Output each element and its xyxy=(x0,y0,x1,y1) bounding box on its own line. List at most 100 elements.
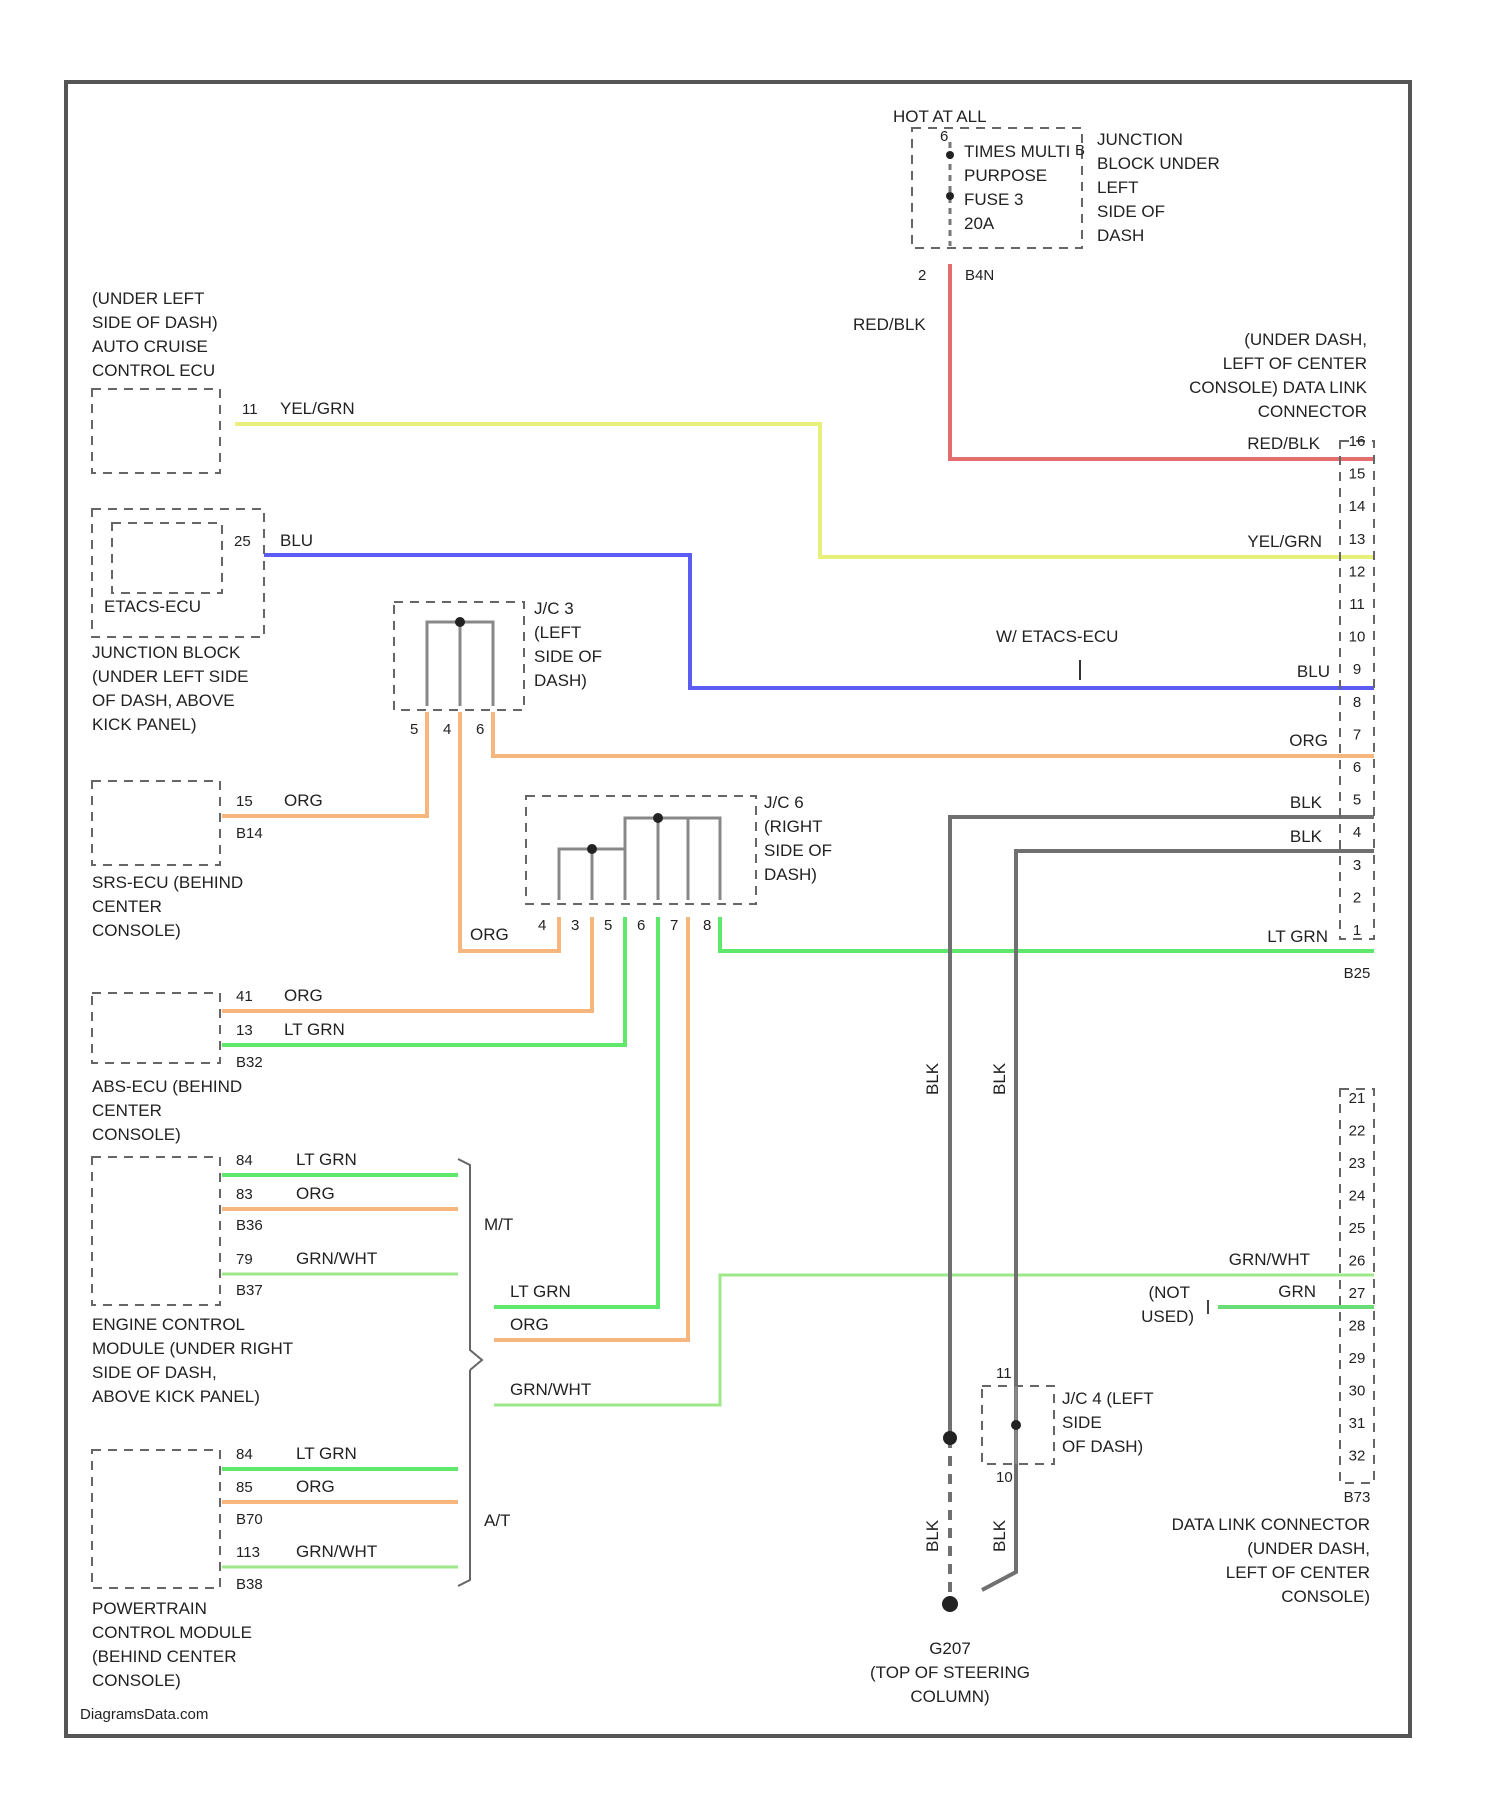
abs-ecu-label: ABS-ECU (BEHIND CENTER CONSOLE) xyxy=(92,1077,242,1144)
abs-wire-ltgrn: LT GRN xyxy=(284,1020,345,1039)
jc6-label: J/C 6 (RIGHT SIDE OF DASH) xyxy=(764,793,832,884)
ecm-pin-83: 83 xyxy=(236,1186,253,1203)
ecm-wire-grnwht: GRN/WHT xyxy=(296,1249,377,1268)
splice-blk xyxy=(943,1431,957,1445)
cruise-ecu-label: (UNDER LEFT SIDE OF DASH) AUTO CRUISE CO… xyxy=(92,289,218,380)
dlc-pin-10: 10 xyxy=(1349,629,1366,646)
svg-text:(NOT: (NOT xyxy=(1148,1283,1190,1302)
srs-pin: 15 xyxy=(236,793,253,810)
svg-text:ENGINE CONTROL: ENGINE CONTROL xyxy=(92,1315,245,1334)
wire-label-blk-vert-a: BLK xyxy=(923,1062,942,1095)
dlc-pin-26: 26 xyxy=(1349,1253,1366,1270)
abs-ecu-box xyxy=(92,993,220,1063)
dlc-pin-31: 31 xyxy=(1349,1415,1366,1432)
svg-text:USED): USED) xyxy=(1141,1307,1194,1326)
wire-label-blu: BLU xyxy=(1297,662,1330,681)
etacs-wire: BLU xyxy=(280,531,313,550)
pcm-label: POWERTRAIN CONTROL MODULE (BEHIND CENTER… xyxy=(92,1599,252,1690)
svg-text:KICK PANEL): KICK PANEL) xyxy=(92,715,197,734)
at-bracket xyxy=(458,1370,470,1586)
wire-org-dlc7 xyxy=(493,712,1374,756)
jc3-label: J/C 3 (LEFT SIDE OF DASH) xyxy=(534,599,602,690)
jc3-pin-4: 4 xyxy=(443,721,451,738)
dlc-pin-6: 6 xyxy=(1353,759,1361,776)
etacs-pin: 25 xyxy=(234,533,251,550)
wire-label-org-dlc: ORG xyxy=(1289,731,1328,750)
pcm-wire-org: ORG xyxy=(296,1477,335,1496)
jc6-bus-b xyxy=(625,818,720,900)
abs-wire-org: ORG xyxy=(284,986,323,1005)
ground-point xyxy=(942,1596,958,1612)
dlc-pin-11: 11 xyxy=(1349,596,1365,613)
svg-text:J/C 3: J/C 3 xyxy=(534,599,574,618)
ecm-label: ENGINE CONTROL MODULE (UNDER RIGHT SIDE … xyxy=(92,1315,293,1406)
dlc-bottom-label: DATA LINK CONNECTOR (UNDER DASH, LEFT OF… xyxy=(1172,1515,1370,1606)
fuse-hot-label: HOT AT ALL xyxy=(893,107,987,126)
svg-text:J/C 6: J/C 6 xyxy=(764,793,804,812)
cruise-pin: 11 xyxy=(242,401,258,418)
wire-label-blk-4: BLK xyxy=(1290,827,1323,846)
svg-text:OF DASH, ABOVE: OF DASH, ABOVE xyxy=(92,691,235,710)
wire-org-jc3-jc6 xyxy=(460,712,559,951)
pcm-connector-b70: B70 xyxy=(236,1511,263,1528)
jc6-pin-6: 6 xyxy=(637,917,645,934)
dlc-pin-25: 25 xyxy=(1349,1220,1366,1237)
svg-text:CONSOLE): CONSOLE) xyxy=(92,921,181,940)
svg-text:TIMES MULTI: TIMES MULTI xyxy=(964,142,1070,161)
ecm-box xyxy=(92,1157,220,1305)
svg-text:J/C 4 (LEFT: J/C 4 (LEFT xyxy=(1062,1389,1154,1408)
ground-label: G207 (TOP OF STEERING COLUMN) xyxy=(870,1639,1030,1706)
dlc-pin-8: 8 xyxy=(1353,694,1361,711)
not-used-label: (NOT USED) xyxy=(1141,1283,1194,1326)
ecm-connector-b37: B37 xyxy=(236,1282,263,1299)
svg-text:SIDE OF: SIDE OF xyxy=(534,647,602,666)
srs-wire: ORG xyxy=(284,791,323,810)
fuse-terminal-bottom xyxy=(946,192,954,200)
dlc-pin-1: 1 xyxy=(1353,922,1361,939)
svg-text:G207: G207 xyxy=(929,1639,971,1658)
dlc-pin-5: 5 xyxy=(1353,792,1361,809)
pcm-pin-113: 113 xyxy=(236,1544,260,1561)
dlc-pin-16: 16 xyxy=(1349,433,1366,450)
dlc-connector-b25: B25 xyxy=(1344,965,1371,982)
svg-text:POWERTRAIN: POWERTRAIN xyxy=(92,1599,207,1618)
wire-ltgrn-abs xyxy=(222,917,625,1045)
dlc-pin-27: 27 xyxy=(1349,1285,1366,1302)
ecm-wire-ltgrn: LT GRN xyxy=(296,1150,357,1169)
diagram-frame xyxy=(66,82,1410,1736)
svg-text:LEFT: LEFT xyxy=(1097,178,1139,197)
srs-ecu-label: SRS-ECU (BEHIND CENTER CONSOLE) xyxy=(92,873,243,940)
fuse-location: JUNCTION BLOCK UNDER LEFT SIDE OF DASH xyxy=(1097,130,1220,245)
srs-ecu-box xyxy=(92,781,220,865)
svg-text:DASH: DASH xyxy=(1097,226,1144,245)
svg-text:LEFT OF CENTER: LEFT OF CENTER xyxy=(1223,354,1367,373)
mt-label: M/T xyxy=(484,1215,513,1234)
cruise-ecu-box xyxy=(92,389,220,473)
fuse-pin-side: B xyxy=(1075,142,1085,159)
svg-text:CONSOLE) DATA LINK: CONSOLE) DATA LINK xyxy=(1189,378,1368,397)
wire-label-red-blk-vert: RED/BLK xyxy=(853,315,926,334)
srs-connector: B14 xyxy=(236,825,263,842)
ecm-connector-b36: B36 xyxy=(236,1217,263,1234)
jc3-splice xyxy=(455,617,465,627)
jc6-pin-4: 4 xyxy=(538,917,546,934)
dlc-pin-7: 7 xyxy=(1353,726,1361,743)
dlc-lower-pin-numbers: 212223242526272829303132 xyxy=(1349,1090,1366,1465)
wire-label-blk-vert-b: BLK xyxy=(990,1062,1009,1095)
junction-block-box xyxy=(92,509,264,637)
mt-bracket xyxy=(458,1159,482,1370)
junction-block-label: JUNCTION BLOCK (UNDER LEFT SIDE OF DASH,… xyxy=(92,643,249,734)
abs-connector: B32 xyxy=(236,1054,263,1071)
svg-text:LEFT OF CENTER: LEFT OF CENTER xyxy=(1226,1563,1370,1582)
jc3-pin-6: 6 xyxy=(476,721,484,738)
watermark: DiagramsData.com xyxy=(80,1706,208,1723)
bracket-wire-org: ORG xyxy=(510,1315,549,1334)
dlc-connector-b73: B73 xyxy=(1344,1489,1371,1506)
fuse-pin-top: 6 xyxy=(940,128,948,145)
dlc-pin-24: 24 xyxy=(1349,1188,1366,1205)
svg-text:SIDE: SIDE xyxy=(1062,1413,1102,1432)
jc4-label: J/C 4 (LEFT SIDE OF DASH) xyxy=(1062,1389,1154,1456)
ecm-pin-84: 84 xyxy=(236,1152,253,1169)
dlc-pin-29: 29 xyxy=(1349,1350,1366,1367)
